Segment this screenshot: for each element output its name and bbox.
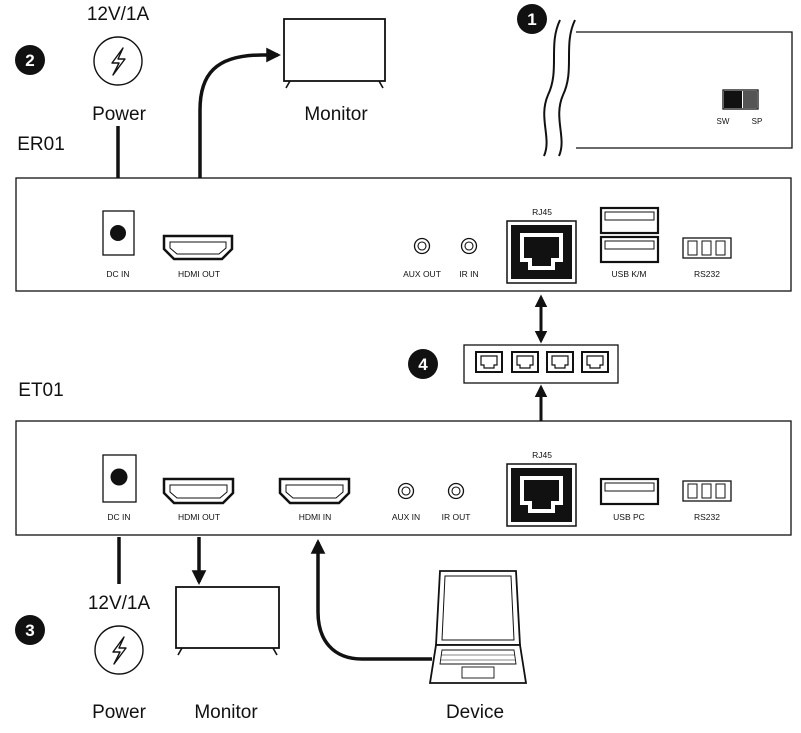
rj45-port-icon[interactable]	[581, 351, 609, 373]
step-badge-4: 4	[408, 349, 438, 379]
transmitter-power-label: Power	[92, 702, 147, 723]
receiver-model-label: ER01	[17, 134, 65, 155]
switch-label-sw: SW	[717, 117, 730, 126]
rs232-terminal-icon[interactable]	[682, 480, 732, 502]
receiver-power-label: Power	[92, 104, 147, 125]
step-badge-3: 3	[15, 615, 45, 645]
receiver-ir-in-label: IR IN	[459, 269, 478, 279]
device-label: Device	[446, 702, 504, 723]
ir-jack-icon[interactable]	[460, 237, 478, 255]
svg-text:2: 2	[25, 51, 34, 70]
dc-jack-icon[interactable]	[102, 210, 135, 256]
switch-label-sp: SP	[752, 117, 763, 126]
audio-jack-icon[interactable]	[397, 482, 415, 500]
usb-port-icon[interactable]	[599, 206, 660, 235]
receiver-dc-in-label: DC IN	[106, 269, 129, 279]
sw-sp-switch-icon[interactable]	[722, 89, 759, 110]
transmitter-monitor-label: Monitor	[194, 702, 258, 723]
switch-module: SW SP	[543, 19, 793, 157]
laptop-icon	[428, 570, 528, 684]
dc-jack-icon[interactable]	[102, 454, 137, 503]
transmitter-rs232-label: RS232	[694, 512, 720, 522]
usb-port-icon[interactable]	[599, 477, 660, 506]
hdmi-cable-from-device	[310, 539, 432, 661]
rj45-port-icon[interactable]	[546, 351, 574, 373]
transmitter-usb-label: USB PC	[613, 512, 645, 522]
receiver-power-rating: 12V/1A	[87, 4, 150, 25]
transmitter-hdmi-out-label: HDMI OUT	[178, 512, 220, 522]
receiver-rj45-label: RJ45	[532, 207, 552, 217]
hdmi-port-icon[interactable]	[162, 234, 234, 261]
usb-port-icon[interactable]	[599, 235, 660, 264]
hdmi-port-icon[interactable]	[278, 477, 351, 505]
step-badge-2: 2	[15, 45, 45, 75]
transmitter-rj45-label: RJ45	[532, 450, 552, 460]
rs232-terminal-icon[interactable]	[682, 237, 732, 259]
transmitter-hdmi-in-label: HDMI IN	[299, 512, 332, 522]
step-badge-1: 1	[517, 4, 547, 34]
svg-text:1: 1	[527, 10, 536, 29]
rj45-port-icon[interactable]	[511, 351, 539, 373]
rj45-port-icon[interactable]	[506, 463, 577, 527]
transmitter-model-label: ET01	[18, 380, 63, 401]
receiver-aux-out-label: AUX OUT	[403, 269, 441, 279]
receiver-chassis	[15, 177, 792, 292]
transmitter-dc-in-label: DC IN	[107, 512, 130, 522]
rj45-port-icon[interactable]	[506, 220, 577, 284]
monitor-icon	[283, 18, 386, 89]
monitor-icon	[175, 586, 280, 656]
transmitter-power-rating: 12V/1A	[88, 593, 151, 614]
power-icon	[94, 625, 144, 675]
hdmi-port-icon[interactable]	[162, 477, 235, 505]
transmitter-ir-out-label: IR OUT	[442, 512, 471, 522]
power-icon	[93, 36, 143, 86]
network-switch-icon	[463, 344, 619, 384]
receiver-usb-label: USB K/M	[612, 269, 647, 279]
receiver-hdmi-out-label: HDMI OUT	[178, 269, 220, 279]
receiver-monitor-label: Monitor	[304, 104, 368, 125]
audio-jack-icon[interactable]	[413, 237, 431, 255]
svg-text:3: 3	[25, 621, 34, 640]
svg-text:4: 4	[418, 355, 428, 374]
transmitter-chassis	[15, 420, 792, 536]
hdmi-cable-to-monitor	[198, 47, 281, 232]
transmitter-aux-in-label: AUX IN	[392, 512, 420, 522]
rj45-port-icon[interactable]	[475, 351, 503, 373]
receiver-rs232-label: RS232	[694, 269, 720, 279]
ir-jack-icon[interactable]	[447, 482, 465, 500]
